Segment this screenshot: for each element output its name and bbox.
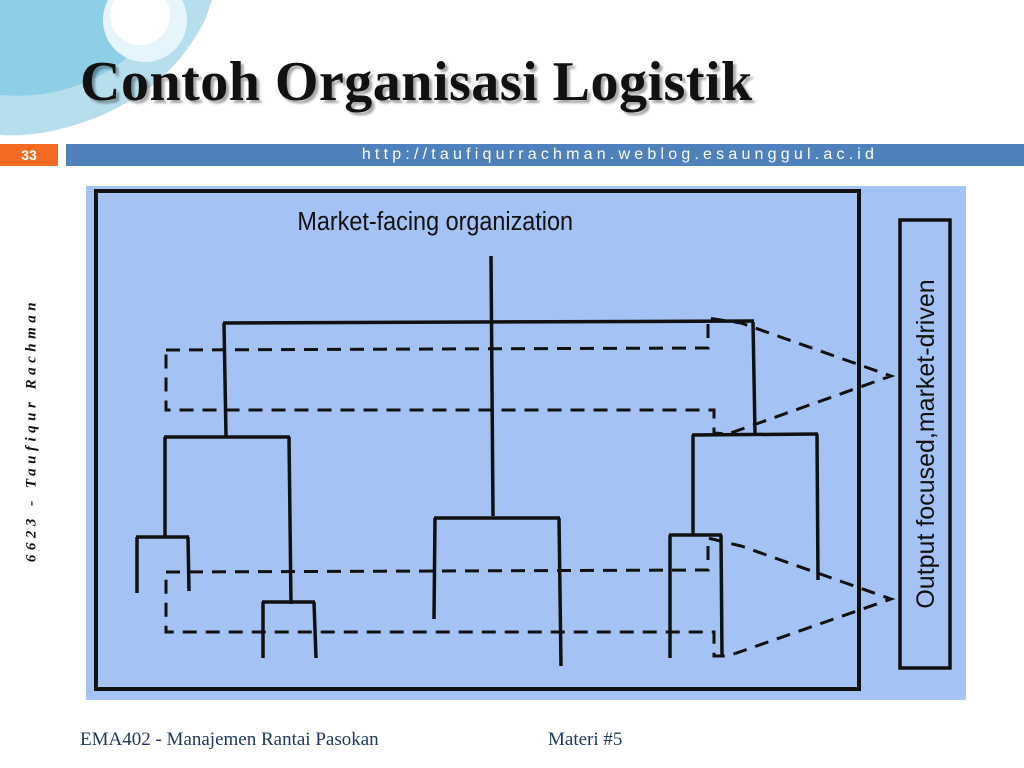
site-url[interactable]: http://taufiqurrachman.weblog.esaunggul.…: [361, 146, 879, 163]
footer-session: Materi #5: [548, 729, 623, 750]
org-hierarchy: [135, 255, 820, 667]
organization-frame: [94, 189, 861, 691]
process-flows: [164, 316, 896, 658]
org-diagram: Market-facing organization: [86, 186, 966, 700]
output-label: Output focused,market-driven: [912, 279, 940, 608]
diagram-heading: Market-facing organization: [297, 208, 573, 236]
header-bar: http://taufiqurrachman.weblog.esaunggul.…: [66, 144, 1024, 166]
slide-title: Contoh Organisasi Logistik: [80, 51, 753, 113]
slide-number: 33: [0, 144, 58, 166]
author-vertical-text: 6623 - Taufiqur Rachman: [23, 297, 40, 563]
footer-course: EMA402 - Manajemen Rantai Pasokan: [80, 729, 379, 750]
decorative-swirl: [0, 0, 212, 136]
diagram-background: [86, 186, 966, 700]
output-box: [898, 218, 952, 670]
